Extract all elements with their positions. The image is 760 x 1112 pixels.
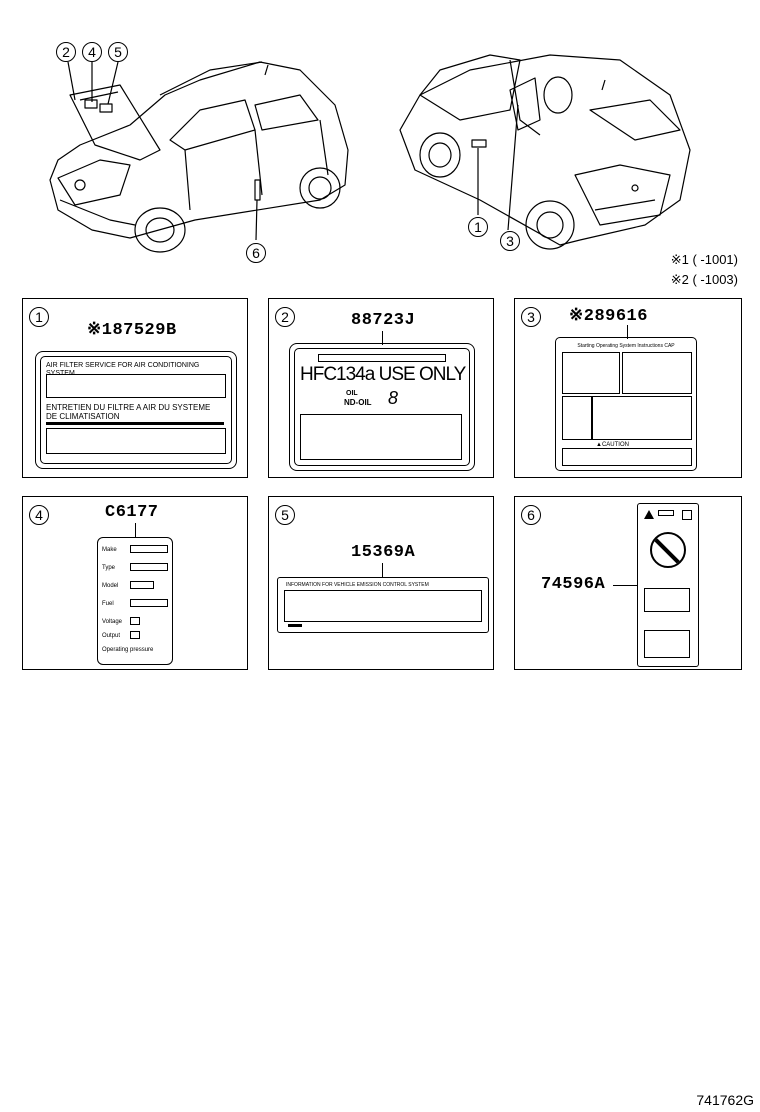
oil-number: 8 bbox=[388, 388, 399, 408]
label-line-1: AIR FILTER SERVICE FOR AIR CONDITIONING … bbox=[46, 362, 200, 377]
warning-icon bbox=[644, 510, 654, 519]
footnote-2: ※2 ( -1003) bbox=[670, 272, 738, 287]
row-fuel: Fuel bbox=[102, 601, 114, 607]
label-drawing: Starting Operating System Instructions C… bbox=[555, 337, 697, 471]
refrigerant-text: HFC134a USE ONLY bbox=[300, 364, 466, 385]
label-drawing bbox=[637, 503, 699, 667]
callout-4: 4 bbox=[82, 42, 102, 62]
panel-3: 3 ※289616 Starting Operating System Inst… bbox=[514, 298, 742, 478]
panel-1: 1 ※187529B AIR FILTER SERVICE FOR AIR CO… bbox=[22, 298, 248, 478]
row-type: Type bbox=[102, 565, 116, 571]
caution-text: ▲CAUTION bbox=[596, 442, 629, 448]
part-number: ※187529B bbox=[87, 321, 177, 340]
label-header: Starting Operating System Instructions C… bbox=[577, 343, 675, 349]
oil-type: ND-OIL bbox=[344, 398, 372, 407]
label-line-2: ENTRETIEN DU FILTRE A AIR DU SYSTEME bbox=[46, 403, 211, 412]
label-drawing: AIR FILTER SERVICE FOR AIR CONDITIONING … bbox=[35, 351, 237, 469]
panel-index: 2 bbox=[275, 307, 295, 327]
panel-index: 5 bbox=[275, 505, 295, 525]
callout-6: 6 bbox=[246, 243, 266, 263]
car-rear-drawing bbox=[399, 54, 691, 250]
panel-5: 5 15369A INFORMATION FOR VEHICLE EMISSIO… bbox=[268, 496, 494, 670]
callout-1: 1 bbox=[468, 217, 488, 237]
label-drawing: HFC134a USE ONLY OIL ND-OIL 8 bbox=[289, 343, 475, 471]
car-illustration-rear: 1 3 bbox=[380, 0, 760, 290]
footnote-1: ※1 ( -1001) bbox=[670, 252, 738, 267]
callout-5: 5 bbox=[108, 42, 128, 62]
callout-2: 2 bbox=[56, 42, 76, 62]
part-number: 88723J bbox=[351, 311, 416, 330]
row-output: Output bbox=[102, 633, 121, 639]
callout-3: 3 bbox=[500, 231, 520, 251]
oil-label: OIL bbox=[346, 390, 358, 397]
car-front-drawing bbox=[49, 61, 349, 253]
panel-index: 1 bbox=[29, 307, 49, 327]
part-number: 15369A bbox=[351, 543, 416, 562]
car-illustration-front: 2 4 5 6 bbox=[0, 0, 380, 280]
part-number: ※289616 bbox=[569, 307, 648, 326]
panel-4: 4 C6177 Make Type Model Fuel Voltage Out… bbox=[22, 496, 248, 670]
label-line-3: DE CLIMATISATION bbox=[46, 412, 120, 421]
row-make: Make bbox=[102, 547, 117, 553]
row-operating-pressure: Operating pressure bbox=[102, 647, 154, 653]
label-drawing: INFORMATION FOR VEHICLE EMISSION CONTROL… bbox=[277, 577, 489, 633]
part-number: C6177 bbox=[105, 503, 159, 522]
panel-6: 6 74596A bbox=[514, 496, 742, 670]
row-voltage: Voltage bbox=[102, 619, 123, 625]
emission-header: INFORMATION FOR VEHICLE EMISSION CONTROL… bbox=[286, 582, 429, 588]
panel-index: 6 bbox=[521, 505, 541, 525]
label-drawing: Make Type Model Fuel Voltage Output Oper… bbox=[97, 537, 173, 665]
panel-index: 4 bbox=[29, 505, 49, 525]
part-number: 74596A bbox=[541, 575, 606, 594]
no-child-seat-icon bbox=[650, 532, 686, 568]
panel-2: 2 88723J HFC134a USE ONLY OIL ND-OIL 8 bbox=[268, 298, 494, 478]
diagram-code: 741762G bbox=[696, 1092, 754, 1108]
row-model: Model bbox=[102, 583, 119, 589]
panel-index: 3 bbox=[521, 307, 541, 327]
